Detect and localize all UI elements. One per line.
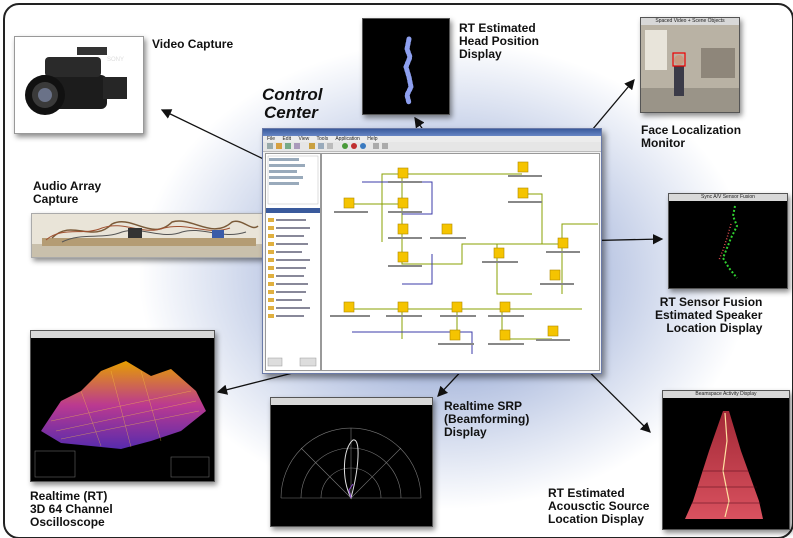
label-oscilloscope: Realtime (RT) 3D 64 Channel Oscilloscope — [30, 489, 113, 529]
label-video-capture: Video Capture — [152, 37, 234, 51]
audio-array-photo — [31, 213, 267, 258]
menu-help[interactable]: Help — [367, 136, 378, 142]
srp-window — [270, 397, 433, 527]
menu-view[interactable]: View — [298, 136, 310, 142]
face-window-title: Spaced Video + Scene Objects — [641, 18, 739, 25]
flow-nodes — [343, 161, 569, 341]
office-camera-view — [641, 25, 739, 112]
head-position-window — [362, 18, 450, 115]
toolbar-icons — [267, 143, 388, 149]
label-sensor-fusion: RT Sensor Fusion Estimated Speaker Locat… — [655, 295, 763, 335]
flow-graph-canvas — [321, 153, 600, 371]
video-camera-image: SONY — [14, 36, 144, 134]
beamforming-polar-plot — [280, 427, 422, 500]
oscilloscope-window — [30, 330, 215, 482]
label-head-position: RT Estimated Head Position Display — [459, 21, 540, 61]
control-center-sidebar — [265, 153, 321, 371]
node-captions — [330, 175, 580, 345]
oscilloscope-surface — [34, 361, 210, 478]
menu-application[interactable]: Application — [335, 136, 360, 142]
sensor-fusion-window: Sync A/V Sensor Fusion — [668, 193, 788, 289]
menu-edit[interactable]: Edit — [282, 136, 292, 142]
control-center-title: Control Center — [262, 85, 323, 122]
control-center-titlebar — [263, 129, 601, 136]
svg-text:SONY: SONY — [107, 57, 124, 63]
srp-titlebar — [271, 398, 432, 405]
oscilloscope-titlebar — [31, 331, 214, 338]
flow-graph — [330, 161, 598, 354]
beamspace-window-title: Beamspace Activity Display — [663, 391, 789, 398]
face-localization-window: Spaced Video + Scene Objects — [640, 17, 740, 113]
head-trajectory-plot — [403, 36, 414, 106]
menu-tools[interactable]: Tools — [316, 136, 329, 142]
sidebar-tree — [266, 155, 320, 367]
label-face-localization: Face Localization Monitor — [641, 123, 742, 150]
menu-file[interactable]: File — [267, 136, 276, 142]
label-srp: Realtime SRP (Beamforming) Display — [444, 399, 530, 439]
microphone-array-picture — [32, 220, 266, 257]
camcorder-picture: SONY — [25, 47, 127, 115]
label-audio-array: Audio Array Capture — [33, 179, 102, 206]
control-center-window: File Edit View Tools Application Help — [262, 128, 602, 374]
fusion-window-title: Sync A/V Sensor Fusion — [669, 194, 787, 201]
control-center-menubar: File Edit View Tools Application Help — [263, 136, 601, 142]
label-acoustic-source: RT Estimated Acousctic Source Location D… — [548, 486, 650, 526]
control-center-toolbar — [263, 142, 601, 152]
acoustic-activity-plot — [685, 411, 763, 519]
fusion-track-plot — [718, 205, 739, 279]
beamspace-window: Beamspace Activity Display — [662, 390, 790, 530]
